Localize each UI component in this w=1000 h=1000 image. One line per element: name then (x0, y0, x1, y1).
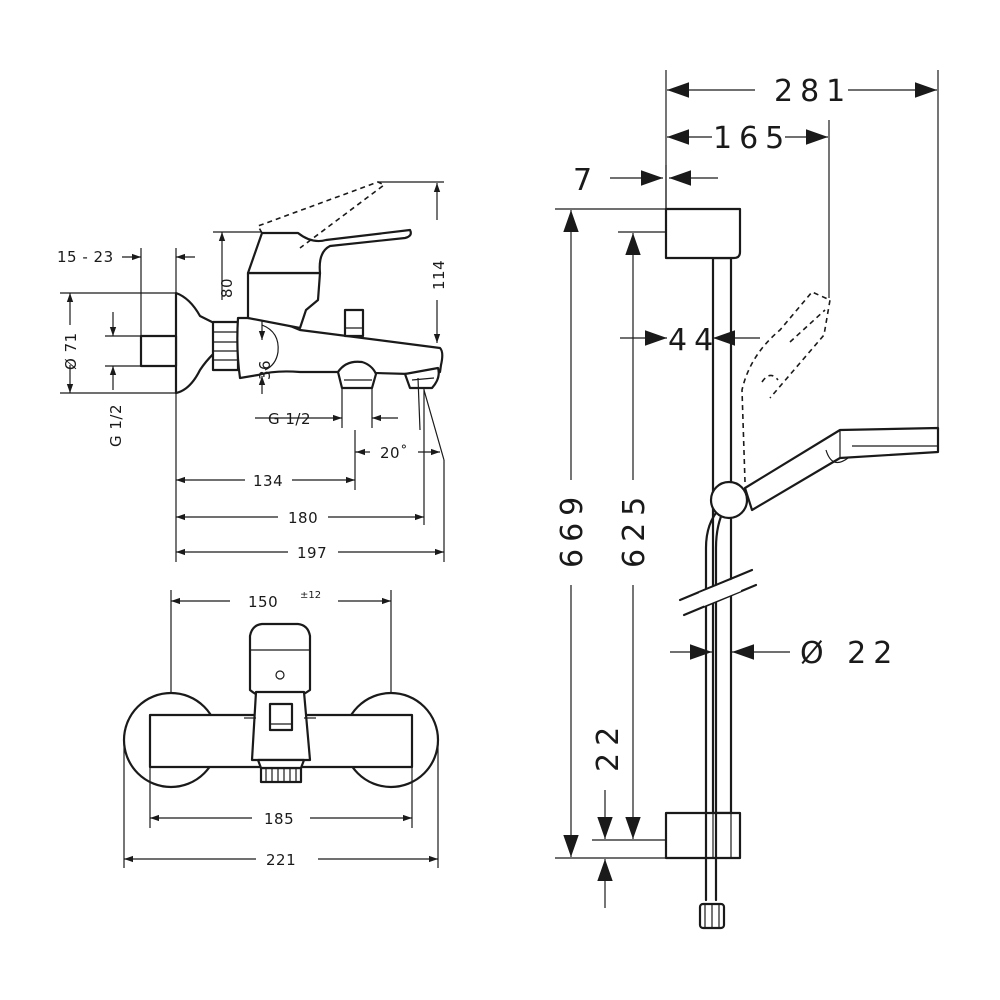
dim-15-23: 15 - 23 (57, 248, 114, 266)
dim-80: 80 (218, 278, 236, 298)
handshower-tilted (741, 291, 831, 483)
eccentric-connector (139, 334, 178, 368)
mixer-lever (246, 228, 412, 275)
dim-625: 625 (617, 490, 652, 568)
shower-rail-view: 281 165 7 44 669 625 Ø 22 (555, 70, 940, 930)
diverter-knob-front (268, 702, 294, 732)
dim-180: 180 (288, 509, 318, 527)
spout-outlet (336, 360, 378, 390)
dim-20-degree: 20˚ (380, 444, 408, 462)
dim-281: 281 (774, 74, 852, 109)
dim-150: 150 (248, 593, 278, 611)
dim-36: 36 (256, 360, 274, 380)
mixer-side-view: 15 - 23 Ø 71 G 1/2 80 36 114 G 1/2 (57, 181, 448, 562)
mixer-handle-base (246, 271, 322, 330)
dim-197: 197 (297, 544, 327, 562)
aerator-front (259, 766, 303, 784)
bottom-wall-bracket (664, 811, 742, 860)
dim-g12-vertical: G 1/2 (107, 404, 125, 447)
dim-7: 7 (573, 163, 599, 198)
dim-22: 22 (591, 720, 626, 772)
diverter-knob (343, 308, 365, 338)
threaded-coupling (211, 320, 240, 372)
spout-tip (403, 366, 440, 390)
handshower (743, 426, 940, 512)
top-wall-bracket (664, 207, 742, 260)
mixer-front-view: 150 ±12 185 221 (122, 590, 440, 869)
dim-114: 114 (430, 260, 448, 290)
dim-165: 165 (713, 121, 791, 156)
dim-185: 185 (264, 810, 294, 828)
dim-44: 44 (668, 323, 720, 358)
handshower-slider (709, 480, 749, 520)
dim-669: 669 (555, 490, 590, 568)
dim-221: 221 (266, 851, 296, 869)
dim-diameter-71: Ø 71 (62, 332, 80, 370)
dim-134: 134 (253, 472, 283, 490)
dim-g12-outlet: G 1/2 (268, 410, 311, 428)
mixer-lever-front (248, 622, 312, 702)
dim-150-tolerance: ±12 (300, 590, 321, 601)
dim-diameter-22: Ø 22 (800, 636, 899, 671)
